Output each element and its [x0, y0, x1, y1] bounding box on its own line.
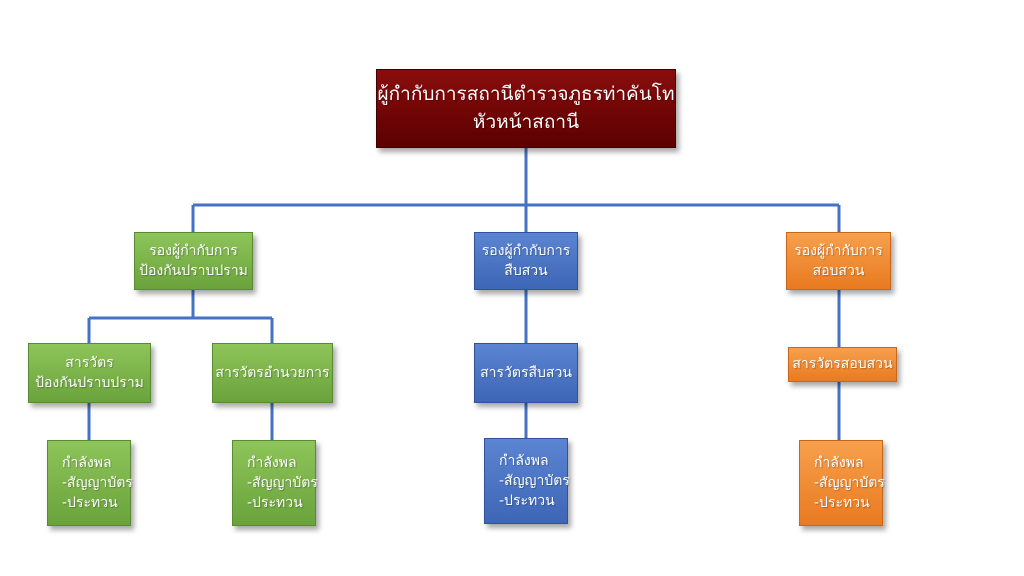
node-inspector-investigation: สารวัตรสืบสวน [474, 343, 578, 403]
node-force-administration-line2: -สัญญาบัตร [247, 474, 318, 491]
node-force-inquiry-line1: กำลังพล [814, 454, 864, 471]
node-force-inquiry-line2: -สัญญาบัตร [814, 474, 885, 491]
node-deputy-prevention: รองผู้กำกับการ ป้องกันปราบปราม [134, 232, 253, 290]
node-force-investigation-line2: -สัญญาบัตร [499, 472, 570, 489]
node-superintendent-subtitle: หัวหน้าสถานี [472, 110, 580, 133]
node-force-investigation: กำลังพล -สัญญาบัตร -ประทวน [484, 438, 570, 524]
node-inspector-administration-line1: สารวัตรอำนวยการ [215, 364, 330, 381]
node-deputy-inquiry: รองผู้กำกับการ สอบสวน [786, 232, 891, 290]
node-superintendent: ผู้กำกับการสถานีตำรวจภูธรท่าคันโท หัวหน้… [376, 69, 676, 148]
node-inspector-prevention: สารวัตร ป้องกันปราบปราม [28, 343, 151, 403]
node-inspector-prevention-line1: สารวัตร [65, 354, 114, 371]
node-force-administration: กำลังพล -สัญญาบัตร -ประทวน [232, 440, 318, 526]
node-inspector-inquiry: สารวัตรสอบสวน [788, 347, 897, 382]
node-deputy-investigation: รองผู้กำกับการ สืบสวน [474, 232, 578, 290]
node-inspector-prevention-line2: ป้องกันปราบปราม [35, 375, 144, 391]
node-force-prevention-line2: -สัญญาบัตร [62, 474, 133, 491]
node-deputy-inquiry-line1: รองผู้กำกับการ [794, 242, 883, 259]
node-force-administration-line1: กำลังพล [247, 454, 297, 471]
node-force-prevention-line1: กำลังพล [62, 454, 112, 471]
node-force-inquiry: กำลังพล -สัญญาบัตร -ประทวน [799, 440, 885, 526]
node-deputy-investigation-line1: รองผู้กำกับการ [481, 242, 571, 259]
node-inspector-administration: สารวัตรอำนวยการ [212, 343, 333, 403]
node-deputy-prevention-line1: รองผู้กำกับการ [149, 242, 238, 259]
node-deputy-investigation-line2: สืบสวน [504, 263, 548, 279]
node-force-inquiry-line3: -ประทวน [814, 495, 870, 512]
node-superintendent-title: ผู้กำกับการสถานีตำรวจภูธรท่าคันโท [377, 82, 675, 105]
node-force-prevention-line3: -ประทวน [62, 495, 118, 512]
node-inspector-inquiry-line1: สารวัตรสอบสวน [792, 356, 893, 373]
node-force-prevention: กำลังพล -สัญญาบัตร -ประทวน [47, 440, 133, 526]
node-force-investigation-line1: กำลังพล [499, 452, 549, 469]
node-deputy-inquiry-line2: สอบสวน [812, 263, 865, 279]
node-force-investigation-line3: -ประทวน [499, 493, 555, 510]
node-force-administration-line3: -ประทวน [247, 495, 303, 512]
node-inspector-investigation-line1: สารวัตรสืบสวน [480, 364, 572, 381]
node-deputy-prevention-line2: ป้องกันปราบปราม [139, 263, 248, 279]
